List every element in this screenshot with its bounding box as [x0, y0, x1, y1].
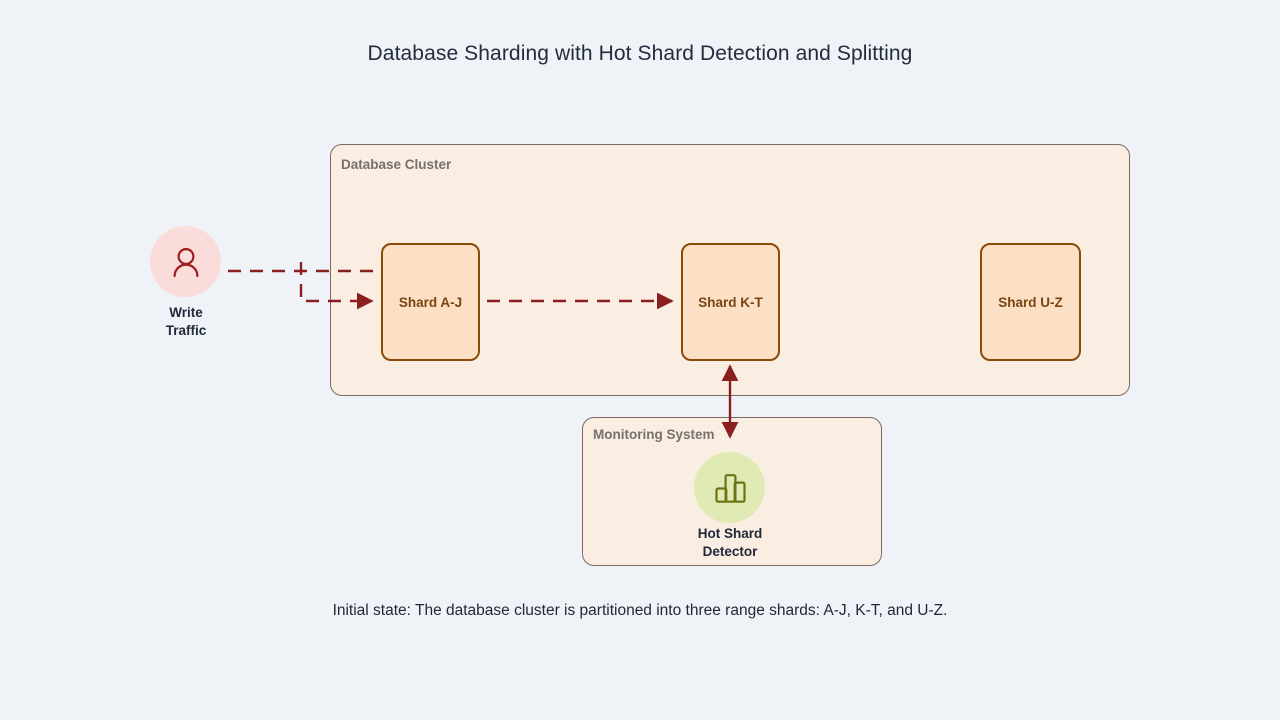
node-label-hot-shard-detector: Hot Shard Detector [650, 525, 810, 561]
node-label-shard-a-j: Shard A-J [398, 294, 463, 310]
node-label-shard-k-t: Shard K-T [698, 294, 763, 310]
hot-shard-detector-label-line1: Hot Shard [697, 526, 763, 541]
node-label-shard-u-z: Shard U-Z [998, 294, 1063, 310]
page-title: Database Sharding with Hot Shard Detecti… [367, 42, 913, 65]
write-traffic-label-line2: Traffic [165, 323, 207, 338]
hot-shard-detector-label-line2: Detector [702, 544, 758, 559]
bar-chart-icon [714, 473, 746, 503]
user-icon [173, 247, 198, 277]
diagram-caption: Initial state: The database cluster is p… [332, 602, 948, 619]
node-label-write-traffic: Write Traffic [106, 304, 266, 340]
group-label-monitoring-system: Monitoring System [593, 427, 715, 442]
node-write-traffic[interactable]: Write Traffic [150, 226, 221, 338]
node-shard-a-j[interactable]: Shard A-J [381, 243, 480, 361]
write-traffic-label-line1: Write [169, 305, 203, 320]
group-label-database-cluster: Database Cluster [341, 157, 452, 172]
write-traffic-circle [150, 226, 221, 297]
node-shard-u-z[interactable]: Shard U-Z [980, 243, 1081, 361]
node-shard-k-t[interactable]: Shard K-T [681, 243, 780, 361]
hot-shard-detector-circle [694, 452, 765, 523]
node-hot-shard-detector[interactable]: Hot Shard Detector [694, 452, 765, 559]
